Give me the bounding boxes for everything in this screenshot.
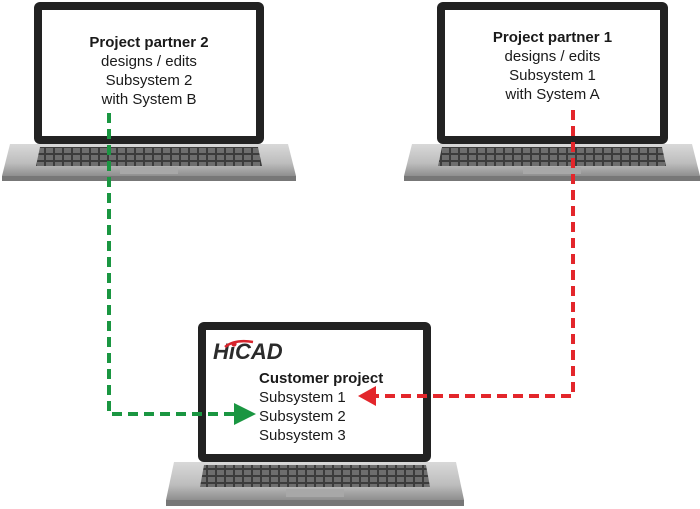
partner-2-label: Project partner 2 designs / edits Subsys…: [42, 33, 256, 109]
laptop-screen: [42, 10, 256, 136]
laptop-screen: [206, 330, 423, 454]
laptop-touchpad: [120, 167, 178, 174]
partner-2-line-2: Subsystem 2: [105, 72, 193, 89]
partner-1-line-1: designs / edits: [504, 48, 601, 65]
logo-swoosh: [224, 339, 254, 349]
partner-1-label: Project partner 1 designs / edits Subsys…: [445, 28, 660, 104]
customer-subsystem-2: Subsystem 2: [259, 408, 346, 425]
partner-2-title: Project partner 2: [89, 34, 209, 51]
laptop-keyboard: [438, 147, 666, 166]
laptop-partner-1: [404, 2, 700, 181]
partner-1-line-2: Subsystem 1: [509, 67, 596, 84]
laptop-customer: [166, 322, 464, 506]
logo-eye: [231, 341, 237, 347]
red-connector: [358, 110, 575, 406]
laptop-base-edge: [404, 176, 700, 181]
laptop-base-edge: [166, 500, 464, 506]
laptop-keyboard: [200, 465, 430, 487]
logo-text: HiCAD: [213, 339, 283, 364]
red-dashed-line: [372, 110, 575, 398]
partner-2-line-1: designs / edits: [101, 53, 197, 70]
green-arrowhead: [234, 403, 256, 425]
laptop-touchpad: [286, 489, 344, 497]
customer-label: Customer project Subsystem 1 Subsystem 2…: [259, 369, 419, 445]
green-dashed-line: [107, 113, 238, 416]
partner-2-line-3: with System B: [101, 91, 197, 108]
hicad-logo: HiCAD: [213, 339, 283, 364]
customer-subsystem-1: Subsystem 1: [259, 389, 346, 406]
laptop-partner-2: [2, 2, 296, 181]
red-arrowhead: [358, 386, 376, 406]
laptop-touchpad: [523, 167, 581, 174]
customer-subsystem-3: Subsystem 3: [259, 427, 346, 444]
laptop-keyboard: [36, 147, 262, 166]
partner-1-title: Project partner 1: [492, 29, 613, 46]
laptop-base-edge: [2, 176, 296, 181]
green-connector: [107, 113, 256, 425]
laptop-screen: [445, 10, 660, 136]
customer-title: Customer project: [259, 370, 384, 387]
partner-1-line-3: with System A: [505, 86, 600, 103]
